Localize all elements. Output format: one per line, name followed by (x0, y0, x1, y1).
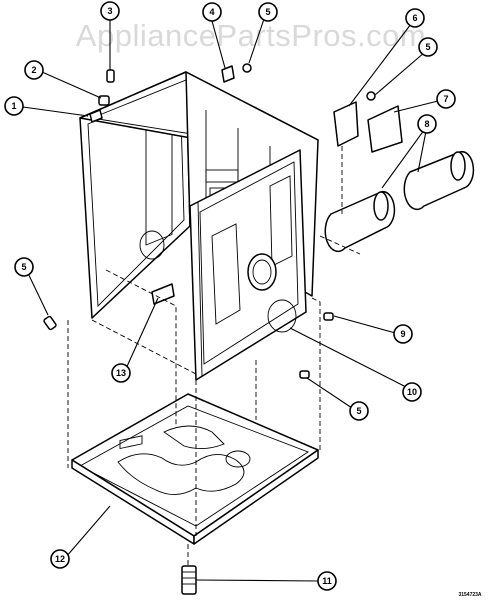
callout-label: 5 (265, 7, 270, 17)
part-4-bracket (221, 65, 235, 83)
callout-label: 7 (443, 94, 448, 104)
part-11-leveling-leg (181, 565, 197, 595)
callouts: 1 2 3 4 5 6 5 7 8 5 9 10 5 11 12 13 (4, 1, 456, 591)
part-9-screw (323, 312, 334, 321)
cabinet-assembly (79, 71, 319, 381)
callout-label: 6 (412, 13, 417, 23)
leader-lines (22, 18, 443, 582)
alignment-lines (67, 146, 361, 566)
callout-label: 3 (107, 6, 112, 16)
part-5-screw-a (242, 63, 252, 73)
callout-5-top: 5 (258, 2, 278, 22)
callout-11: 11 (317, 571, 337, 591)
callout-label: 10 (407, 387, 417, 397)
callout-5-left: 5 (14, 257, 34, 277)
callout-label: 13 (116, 368, 126, 378)
callout-label: 5 (356, 406, 361, 416)
callout-label: 1 (11, 101, 16, 111)
callout-7: 7 (436, 89, 456, 109)
callout-13: 13 (111, 363, 131, 383)
part-5-screw-c (43, 315, 57, 331)
callout-label: 5 (425, 42, 430, 52)
callout-2: 2 (24, 60, 44, 80)
part-13-plate (151, 283, 175, 305)
callout-12: 12 (50, 549, 70, 569)
callout-3: 3 (100, 1, 120, 21)
callout-8: 8 (417, 114, 437, 134)
callout-5-right: 5 (418, 37, 438, 57)
callout-label: 5 (21, 262, 26, 272)
door-opening (247, 253, 277, 291)
small-parts (43, 63, 475, 595)
callout-10: 10 (402, 382, 422, 402)
part-8-cylinders (324, 150, 475, 253)
callout-6: 6 (405, 8, 425, 28)
watermark: AppliancePartsPros.com (76, 18, 426, 53)
part-12-base (71, 393, 319, 545)
part-6-bracket (333, 101, 359, 147)
part-5-screw-b (366, 91, 376, 101)
part-3-screw (106, 69, 115, 83)
callout-label: 12 (55, 554, 65, 564)
callout-5-bottom: 5 (349, 401, 369, 421)
part-2-nut (98, 95, 110, 106)
callout-label: 8 (424, 119, 429, 129)
callout-label: 2 (31, 65, 36, 75)
part-7-plate (367, 105, 403, 153)
part-5-screw-d (299, 370, 310, 379)
callout-label: 9 (400, 329, 405, 339)
part-1-clip (89, 109, 103, 123)
callout-label: 11 (322, 576, 332, 586)
callout-4: 4 (202, 2, 222, 22)
callout-label: 4 (209, 7, 214, 17)
callout-9: 9 (393, 324, 413, 344)
drawing-code: 3154723A (458, 592, 481, 598)
callout-1: 1 (4, 96, 24, 116)
